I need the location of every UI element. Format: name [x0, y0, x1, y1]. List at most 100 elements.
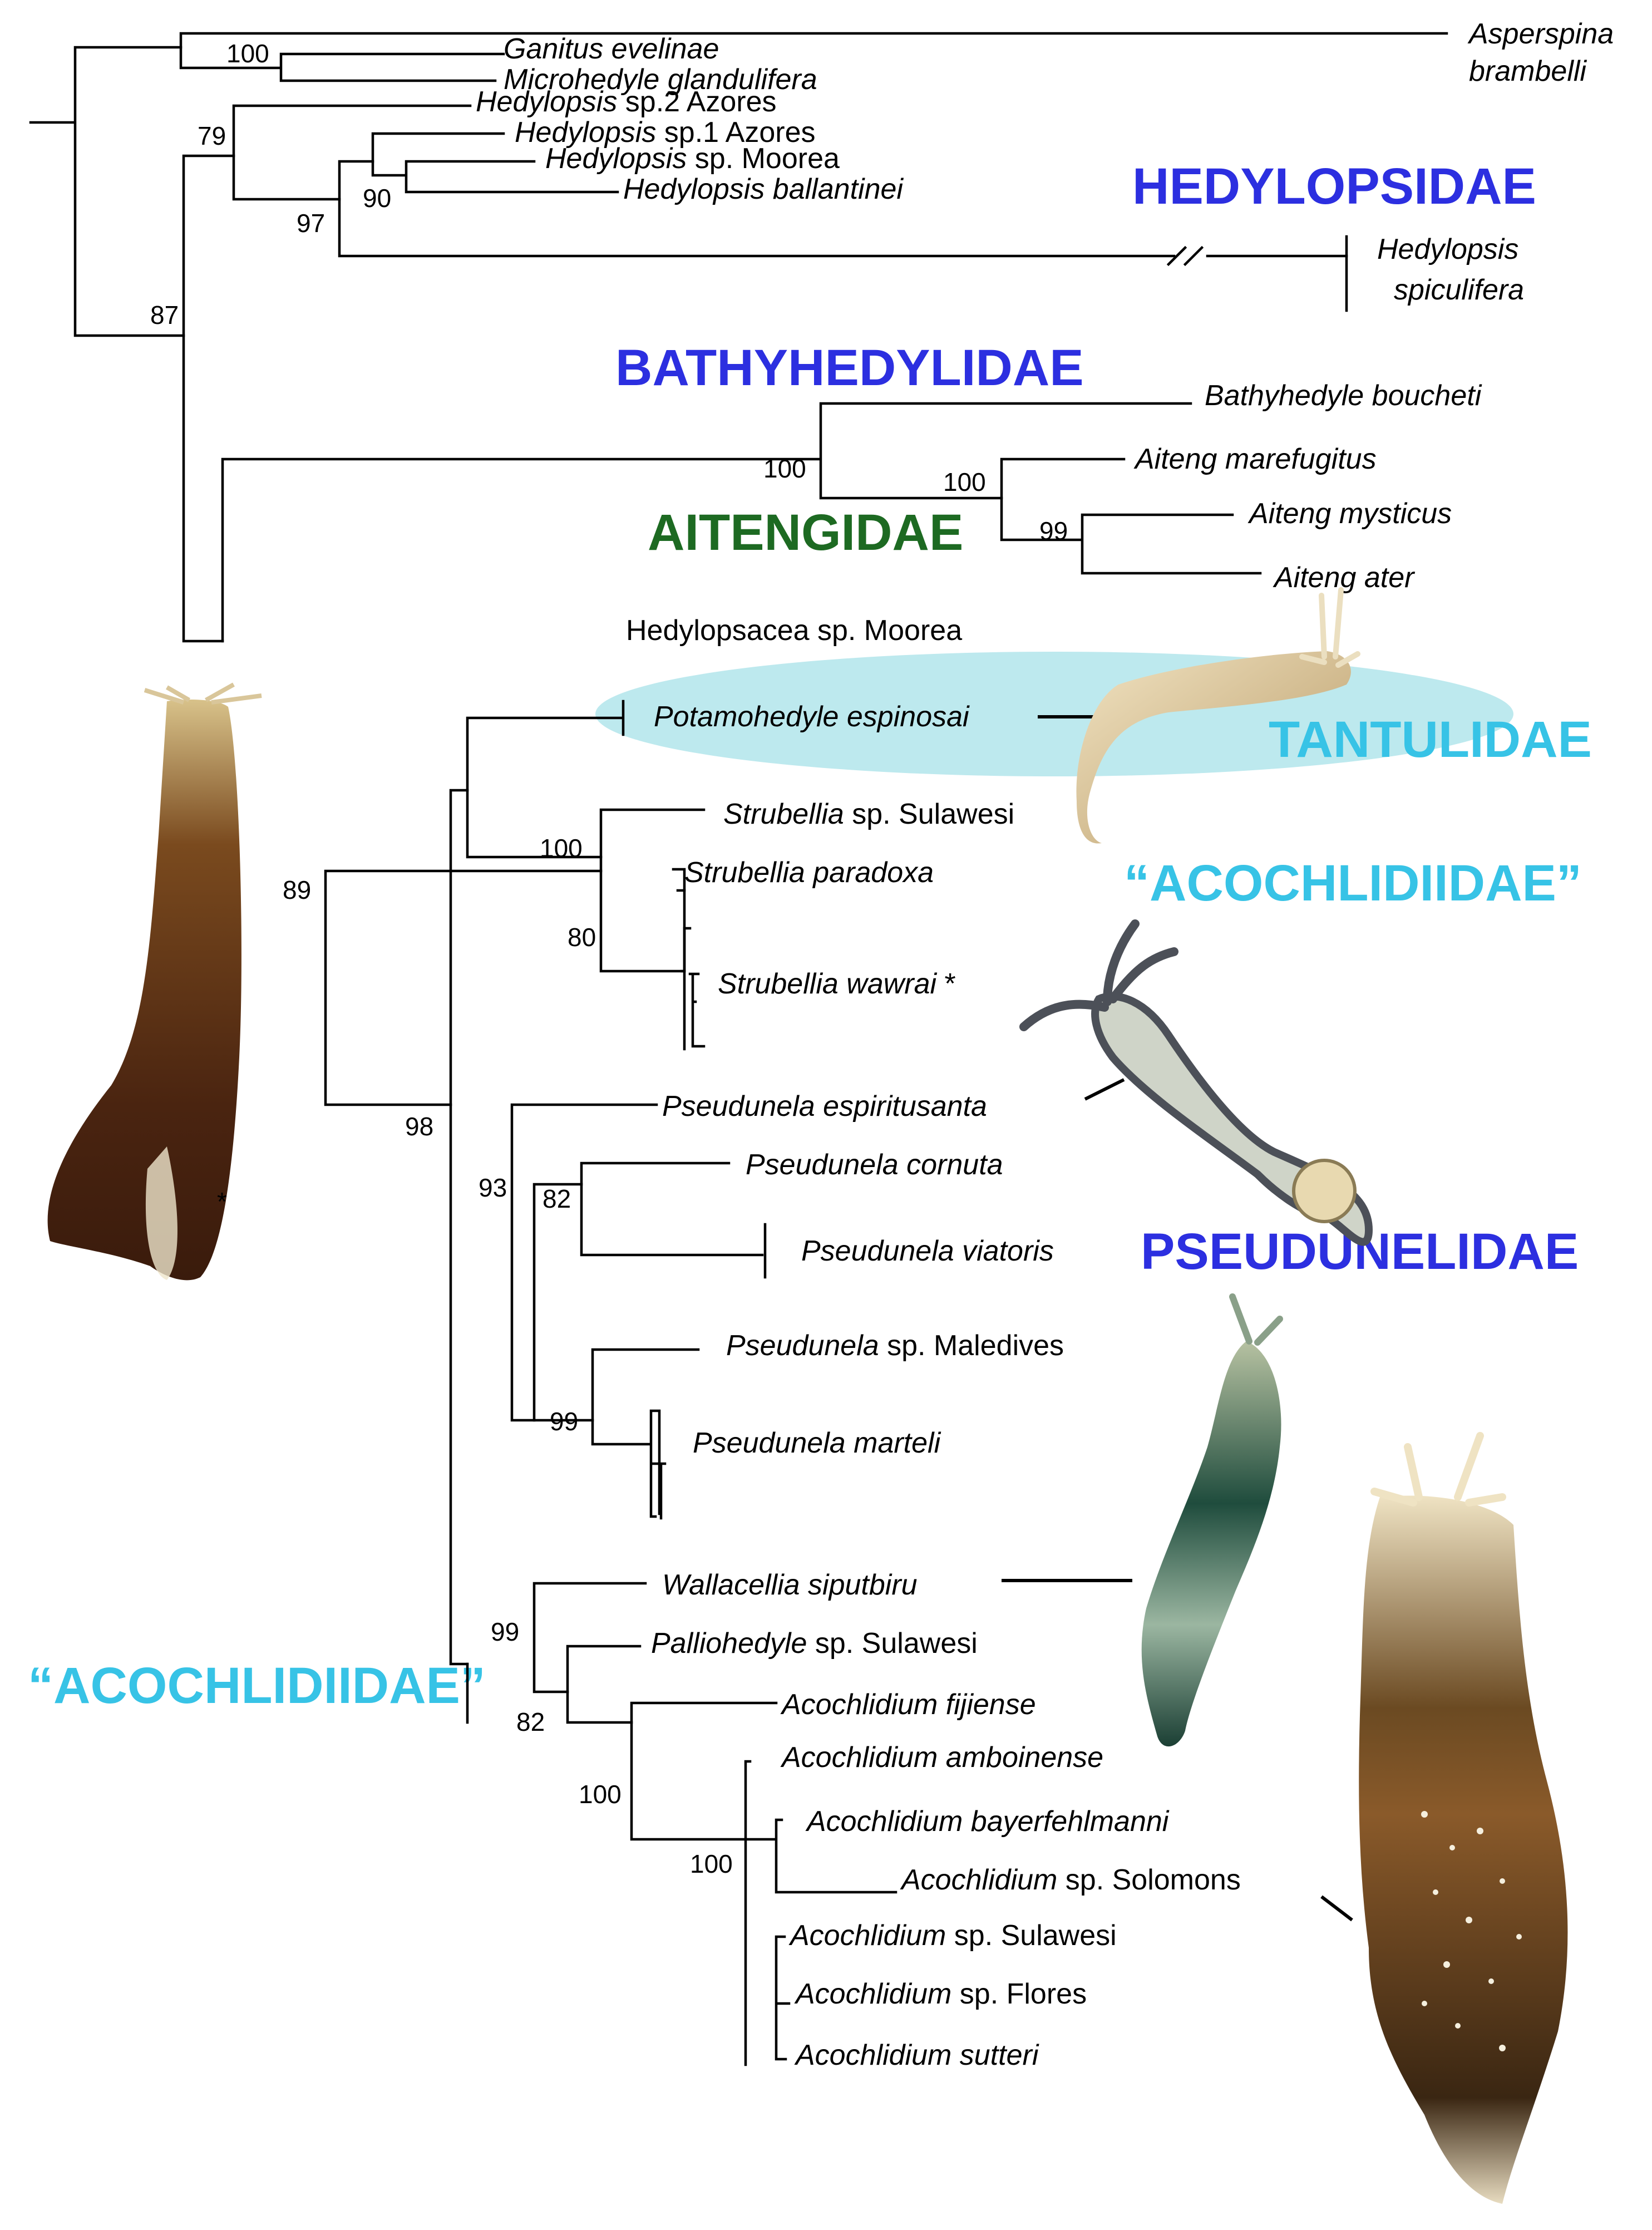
taxon-label-potamohedyle: Potamohedyle espinosai	[654, 701, 970, 733]
support-value: 93	[479, 1173, 507, 1202]
support-value: 99	[550, 1407, 578, 1436]
support-value: 97	[297, 209, 325, 238]
taxon-label-asutteri: Acochlidium sutteri	[794, 2039, 1039, 2071]
taxon-label-part: sp. Moorea	[687, 142, 840, 175]
green-slug-photo	[1141, 1341, 1281, 1747]
taxon-label-hedylopsacea: Hedylopsacea sp. Moorea	[626, 614, 962, 647]
family-label-acochlidiidae-lower: “ACOCHLIDIIDAE”	[28, 1657, 486, 1714]
tan-slug-photo	[1076, 651, 1351, 844]
taxon-label-part: sp.2 Azores	[617, 86, 776, 118]
support-value: 82	[516, 1707, 545, 1736]
photo-tantulidae-slug	[1076, 587, 1360, 844]
taxon-label-hspiculifera2: spiculifera	[1394, 274, 1524, 306]
taxon-label-part: Strubellia wawrai	[718, 968, 937, 1000]
taxon-label-part: Aiteng mysticus	[1247, 498, 1452, 530]
family-label-aitengidae: AITENGIDAE	[648, 504, 963, 561]
taxon-label-part: sp.1 Azores	[656, 116, 815, 149]
taxon-label-part: Strubellia	[723, 798, 844, 830]
taxon-label-pviatoris: Pseudunela viatoris	[801, 1235, 1054, 1267]
taxon-label-sparadoxa: Strubellia paradoxa	[684, 856, 934, 889]
taxon-label-aamboinense: Acochlidium amboinense	[780, 1741, 1103, 1774]
taxon-label-part: Pseudunela espiritusanta	[662, 1090, 987, 1123]
taxon-label-hballantinei: Hedylopsis ballantinei	[623, 173, 904, 205]
taxon-label-pespiritusanta: Pseudunela espiritusanta	[662, 1090, 987, 1123]
taxon-label-part: Aiteng marefugitus	[1133, 443, 1377, 475]
taxon-label-ssulawesi: Strubellia sp. Sulawesi	[723, 798, 1014, 830]
taxon-label-swawrai: Strubellia wawrai *	[718, 968, 956, 1000]
taxon-label-part: Asperspina	[1467, 18, 1614, 50]
taxon-label-pmarteli: Pseudunela marteli	[693, 1427, 941, 1459]
taxon-label-part: Pseudunela	[726, 1330, 879, 1362]
taxon-label-asperspina: Asperspina	[1467, 18, 1614, 50]
taxon-label-aflores: Acochlidium sp. Flores	[794, 1978, 1087, 2010]
taxon-label-part: Acochlidium amboinense	[780, 1741, 1103, 1774]
photo-pointers	[1002, 715, 1353, 1922]
taxon-label-afijiense: Acochlidium fijiense	[780, 1689, 1036, 1721]
taxon-label-part: spiculifera	[1394, 274, 1524, 306]
support-value: 98	[405, 1112, 433, 1141]
taxon-label-part: sp. Flores	[951, 1978, 1087, 2010]
taxon-label-bathyhedyle: Bathyhedyle boucheti	[1205, 380, 1482, 412]
taxon-label-hsp2: Hedylopsis sp.2 Azores	[476, 86, 777, 118]
taxon-label-wallacellia: Wallacellia siputbiru	[662, 1569, 918, 1601]
taxon-label-part: sp. Maledives	[879, 1330, 1064, 1362]
taxon-label-part: Acochlidium	[788, 1919, 946, 1952]
taxon-label-asulawesi: Acochlidium sp. Sulawesi	[788, 1919, 1117, 1952]
support-value: 87	[150, 301, 179, 329]
photo-left-slug: *	[47, 682, 262, 1281]
taxon-label-part: Acochlidium fijiense	[780, 1689, 1036, 1721]
tree-branches	[29, 32, 1448, 2066]
spotted-slug-photo	[1359, 1495, 1568, 2204]
taxon-label-part: Wallacellia siputbiru	[662, 1569, 918, 1601]
family-label-acochlidiidae-upper: “ACOCHLIDIIDAE”	[1124, 855, 1582, 912]
support-value: 89	[283, 875, 311, 904]
support-value: 99	[491, 1617, 519, 1646]
support-value: 80	[568, 923, 596, 952]
taxon-label-asolomons: Acochlidium sp. Solomons	[900, 1864, 1241, 1896]
taxon-label-palliohedyle: Palliohedyle sp. Sulawesi	[651, 1627, 978, 1660]
support-value: 100	[763, 454, 806, 483]
photo-mark: *	[217, 1187, 227, 1216]
taxon-label-hspiculifera: Hedylopsis	[1377, 233, 1518, 265]
family-label-bathyhedylidae: BATHYHEDYLIDAE	[615, 339, 1084, 396]
taxon-label-part: Acochlidium	[900, 1864, 1057, 1896]
taxon-label-part: sp. Sulawesi	[807, 1627, 977, 1660]
taxon-label-part: Aiteng ater	[1273, 562, 1416, 594]
taxon-label-hsp1: Hedylopsis sp.1 Azores	[515, 116, 816, 149]
family-label-hedylopsidae: HEDYLOPSIDAE	[1132, 158, 1536, 215]
taxon-label-part: Acochlidium sutteri	[794, 2039, 1039, 2071]
taxon-label-part: Strubellia paradoxa	[684, 856, 934, 889]
taxon-label-part: *	[936, 968, 956, 1000]
support-value: 100	[226, 39, 269, 68]
family-label-tantulidae: TANTULIDAE	[1269, 711, 1592, 768]
support-value: 82	[543, 1184, 571, 1213]
taxon-label-part: sp. Sulawesi	[844, 798, 1014, 830]
taxon-label-part: Microhedyle glandulifera	[504, 63, 817, 96]
taxon-label-part: Acochlidium	[794, 1978, 951, 2010]
support-value: 100	[943, 467, 986, 496]
taxon-label-part: Hedylopsis ballantinei	[623, 173, 904, 205]
taxon-label-part: Ganitus evelinae	[504, 33, 719, 65]
taxon-label-amysticus: Aiteng mysticus	[1247, 498, 1452, 530]
taxon-label-part: Acochlidium bayerfehlmanni	[805, 1805, 1170, 1838]
photo-pseudunela-slug	[1141, 1293, 1283, 1747]
taxon-label-ganitus: Ganitus evelinae	[504, 33, 719, 65]
taxon-label-part: Hedylopsis	[515, 116, 656, 149]
support-value: 79	[198, 121, 226, 150]
support-value: 99	[1039, 516, 1068, 545]
photo-strubellia-slug	[1019, 919, 1373, 1246]
support-value: 100	[579, 1780, 622, 1809]
support-value: 90	[363, 184, 391, 213]
taxon-label-part: Pseudunela viatoris	[801, 1235, 1054, 1267]
taxon-label-part: Bathyhedyle boucheti	[1205, 380, 1482, 412]
brown-slug-photo	[47, 700, 241, 1281]
taxon-label-part: Hedylopsis	[545, 142, 687, 175]
support-value: 100	[540, 834, 583, 863]
taxon-label-part: Hedylopsis	[476, 86, 617, 118]
taxon-label-amarefugitus: Aiteng marefugitus	[1133, 443, 1377, 475]
support-value: 100	[690, 1849, 733, 1878]
taxon-label-abayerfehlmanni: Acochlidium bayerfehlmanni	[805, 1805, 1170, 1838]
taxon-label-part: Hedylopsis	[1377, 233, 1518, 265]
